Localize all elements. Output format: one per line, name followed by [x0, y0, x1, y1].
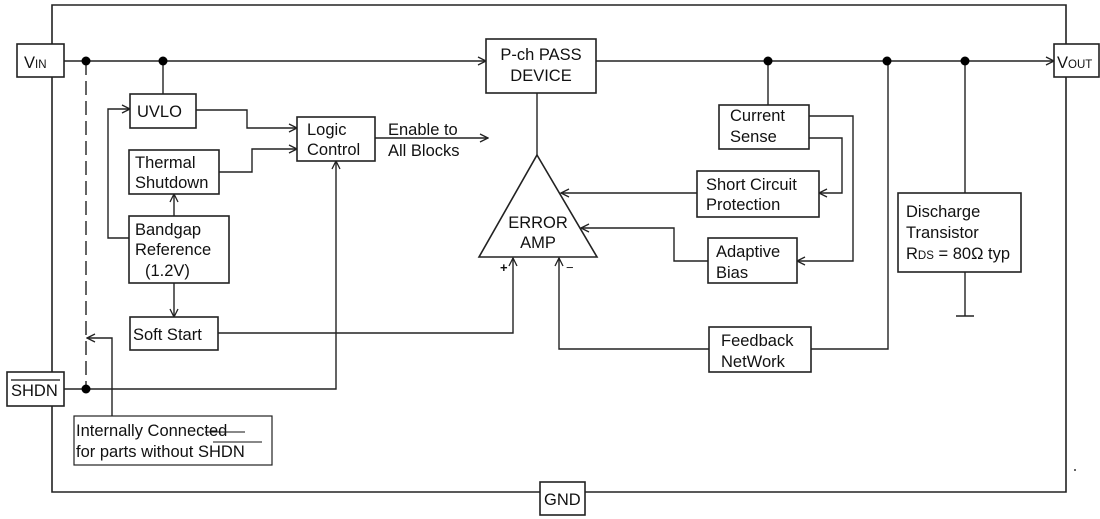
adaptive-bias-block: Adaptive Bias [707, 237, 798, 284]
thermal-shutdown-block: Thermal Shutdown [128, 149, 220, 195]
svg-text:Bias: Bias [716, 264, 748, 282]
current-sense-block: Current Sense [718, 104, 810, 150]
svg-text:for parts without SHDN: for parts without SHDN [76, 443, 245, 461]
svg-text:UVLO: UVLO [137, 103, 182, 121]
svg-text:Short Circuit: Short Circuit [706, 176, 797, 194]
svg-text:Shutdown: Shutdown [135, 174, 208, 192]
svg-text:ERROR: ERROR [508, 214, 568, 232]
svg-text:Adaptive: Adaptive [716, 243, 780, 261]
svg-text:VIN: VIN [24, 54, 47, 72]
svg-text:Feedback: Feedback [721, 332, 794, 350]
pin-vin: VIN [16, 43, 65, 78]
wires [64, 61, 1054, 416]
svg-text:NetWork: NetWork [721, 353, 786, 371]
chip-boundary [51, 4, 1067, 493]
svg-text:P-ch PASS: P-ch PASS [500, 46, 581, 64]
svg-text:Reference: Reference [135, 241, 211, 259]
enable-label: Enable to All Blocks [388, 121, 460, 160]
svg-text:+: + [500, 260, 508, 275]
stray-dot [1074, 469, 1076, 471]
svg-text:Thermal: Thermal [135, 154, 196, 172]
logic-control-block: Logic Control [296, 116, 376, 162]
uvlo-block: UVLO [129, 93, 197, 129]
pass-device-block: P-ch PASS DEVICE [485, 38, 597, 94]
soft-start-block: Soft Start [129, 316, 219, 351]
discharge-transistor-block: Discharge Transistor RDS = 80Ω typ [897, 192, 1022, 273]
junction-dots [81, 56, 970, 394]
svg-text:All Blocks: All Blocks [388, 142, 460, 160]
svg-text:GND: GND [544, 491, 581, 509]
svg-text:Current: Current [730, 107, 785, 125]
svg-text:VOUT: VOUT [1057, 54, 1092, 72]
svg-text:Enable to: Enable to [388, 121, 458, 139]
bandgap-reference-block: Bandgap Reference (1.2V) [128, 215, 230, 284]
svg-text:Discharge: Discharge [906, 203, 980, 221]
svg-text:Sense: Sense [730, 128, 777, 146]
svg-text:Bandgap: Bandgap [135, 221, 201, 239]
feedback-network-block: Feedback NetWork [708, 326, 812, 373]
svg-text:Protection: Protection [706, 196, 780, 214]
svg-text:Logic: Logic [307, 121, 346, 139]
short-circuit-protection-block: Short Circuit Protection [696, 170, 820, 218]
ground-symbol [956, 272, 974, 317]
svg-text:−: − [566, 260, 574, 275]
internal-note-box: Internally Connected for parts without S… [73, 415, 273, 466]
svg-text:Control: Control [307, 141, 360, 159]
pin-vout: VOUT [1053, 43, 1100, 78]
svg-text:Transistor: Transistor [906, 224, 979, 242]
pin-shdn: SHDN [6, 371, 65, 407]
svg-text:RDS = 80Ω typ: RDS = 80Ω typ [906, 245, 1010, 263]
svg-text:Soft Start: Soft Start [133, 326, 202, 344]
error-amplifier: ERROR AMP + − [477, 153, 599, 275]
svg-text:(1.2V): (1.2V) [145, 262, 190, 280]
svg-text:AMP: AMP [520, 234, 556, 252]
svg-text:DEVICE: DEVICE [510, 67, 571, 85]
pin-gnd: GND [539, 481, 586, 516]
svg-text:SHDN: SHDN [11, 382, 58, 400]
svg-text:Internally Connected: Internally Connected [76, 422, 227, 440]
